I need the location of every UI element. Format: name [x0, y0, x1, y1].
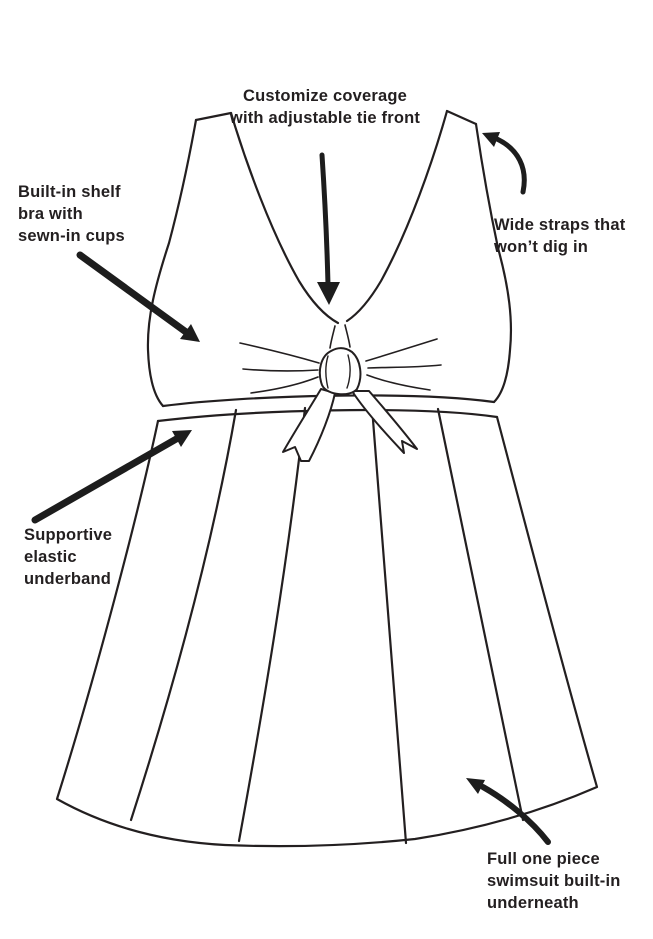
arrow-underband [31, 430, 192, 524]
arrow-tie-front [317, 152, 340, 305]
bodice-outline [146, 109, 513, 408]
skirt-outline [55, 405, 599, 848]
knot-detail-lines [325, 354, 351, 389]
arrow-shelf-bra [76, 251, 200, 342]
label-shelf-bra: Built-in shelf bra with sewn-in cups [18, 183, 125, 245]
label-tie-front: Customize coverage with adjustable tie f… [229, 87, 421, 127]
label-wide-straps: Wide straps that won’t dig in [494, 216, 626, 256]
gather-lines [239, 324, 442, 394]
arrow-one-piece [466, 778, 551, 845]
arrow-wide-straps [482, 132, 527, 195]
tie-bow [282, 347, 418, 462]
label-underband: Supportive elastic underband [24, 526, 113, 588]
label-one-piece: Full one piece swimsuit built-in underne… [487, 850, 621, 912]
